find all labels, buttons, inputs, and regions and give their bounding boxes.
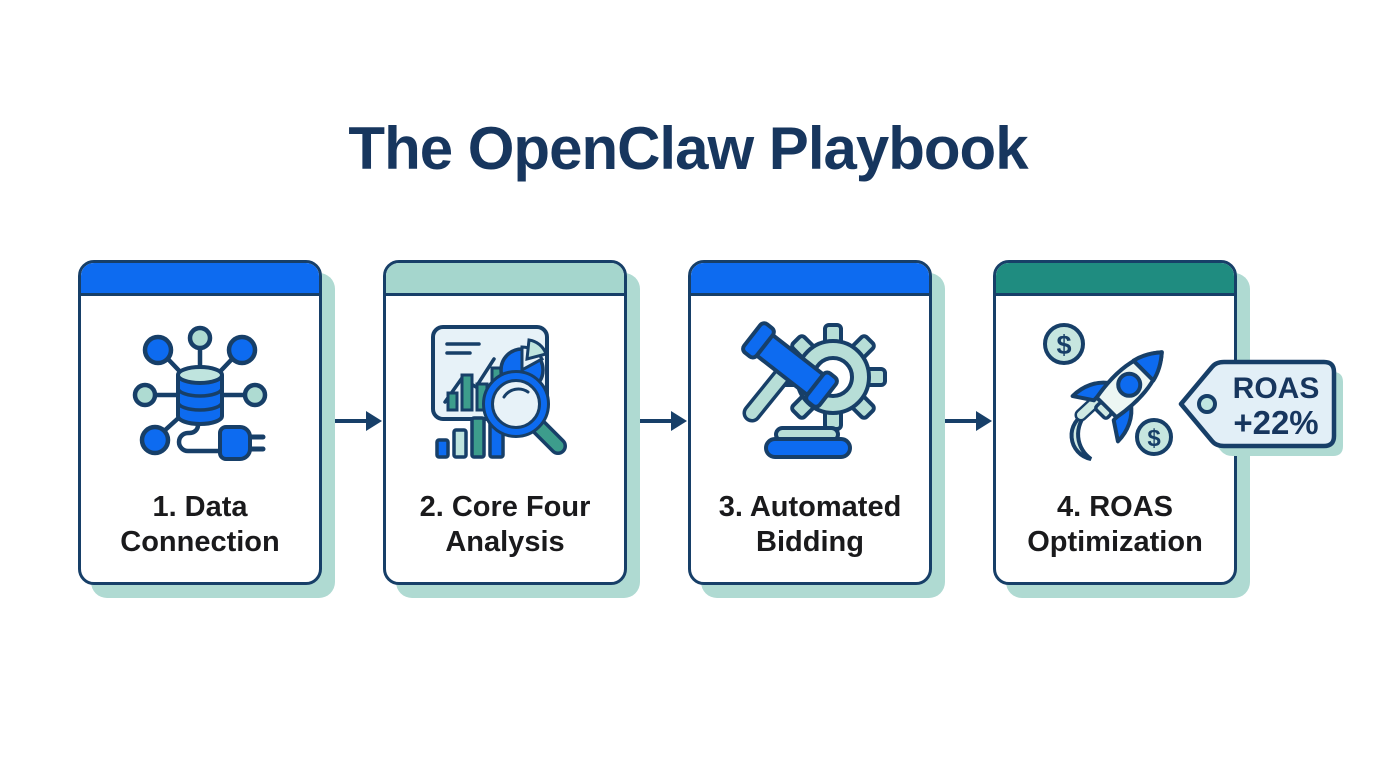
data-connection-icon — [132, 325, 268, 461]
step-card-3: 3. Automated Bidding — [688, 260, 932, 585]
step-card-2: 2. Core Four Analysis — [383, 260, 627, 585]
bidding-icon — [741, 321, 887, 459]
rocket-icon — [1070, 350, 1164, 444]
card-1-icon-wrap — [81, 296, 319, 490]
roas-badge: ROAS +22% — [1178, 359, 1343, 456]
card-2-label-line1: 2. Core Four — [419, 491, 591, 523]
card-3-label-line1: 3. Automated — [718, 491, 902, 523]
page-title: The OpenClaw Playbook — [348, 115, 1028, 182]
gear-icon — [779, 323, 887, 431]
exhaust-swoosh — [1069, 411, 1093, 461]
step-card-1: 1. Data Connection — [78, 260, 322, 585]
card-3-icon-wrap — [691, 296, 929, 490]
analysis-icon — [431, 325, 567, 459]
card-1-label: 1. Data Connection — [81, 490, 319, 560]
card-4-header — [996, 263, 1234, 296]
card-4-label-line1: 4. ROAS — [1056, 491, 1174, 523]
svg-text:$: $ — [1056, 330, 1071, 360]
card-2-label: 2. Core Four Analysis — [386, 490, 624, 560]
svg-text:$: $ — [1147, 425, 1161, 452]
tag-hole-icon — [1197, 394, 1217, 414]
arrow-right-icon — [932, 411, 992, 431]
plug-icon — [218, 425, 266, 461]
dollar-coin-icon: $ — [1043, 323, 1085, 365]
card-1-header — [81, 263, 319, 296]
magnifier-icon — [482, 370, 567, 455]
dollar-coin-icon: $ — [1135, 418, 1173, 456]
badge-line1: ROAS — [1233, 372, 1320, 405]
card-4-icon-wrap: $ $ — [996, 296, 1234, 490]
card-3-label-line2: Bidding — [756, 526, 864, 558]
card-2-label-line2: Analysis — [445, 526, 565, 558]
card-4-label-line2: Optimization — [1027, 526, 1203, 558]
arrow-right-icon — [322, 411, 382, 431]
roas-icon: $ $ — [1043, 323, 1173, 461]
gavel-icon — [741, 321, 839, 423]
card-3-label: 3. Automated Bidding — [691, 490, 929, 560]
card-3-header — [691, 263, 929, 296]
card-1-label-line2: Connection — [120, 526, 280, 558]
card-2-icon-wrap — [386, 296, 624, 490]
card-2-header — [386, 263, 624, 296]
arrow-right-icon — [627, 411, 687, 431]
badge-line2: +22% — [1233, 404, 1318, 441]
card-4-label: 4. ROAS Optimization — [996, 490, 1234, 560]
card-1-label-line1: 1. Data — [152, 491, 248, 523]
gavel-base-icon — [764, 426, 852, 459]
